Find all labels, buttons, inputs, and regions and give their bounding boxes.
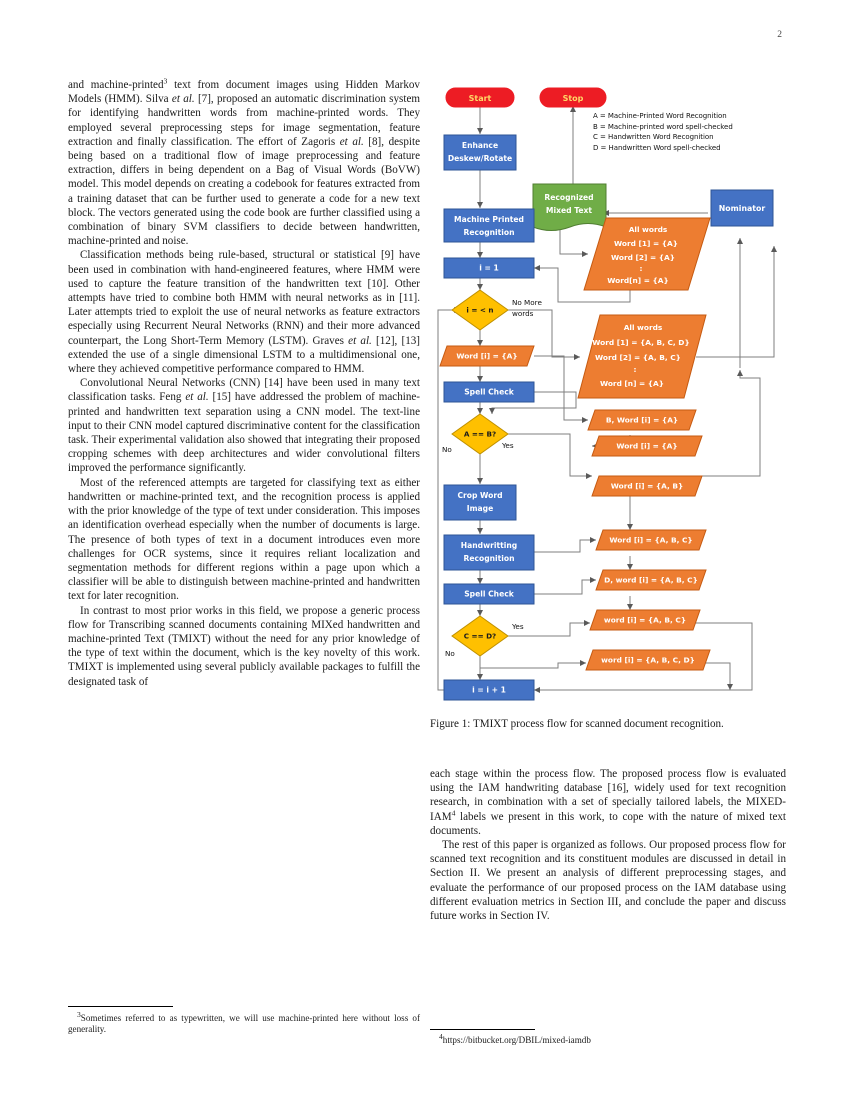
figure-legend: A = Machine-Printed Word Recognition B =… bbox=[593, 111, 733, 153]
paragraph: The rest of this paper is organized as f… bbox=[430, 839, 786, 923]
paragraph: each stage within the process flow. The … bbox=[430, 768, 786, 837]
paragraph: Convolutional Neural Networks (CNN) [14]… bbox=[68, 377, 420, 475]
node-start[interactable]: Start bbox=[445, 87, 515, 108]
node-spell1-label: Spell Check bbox=[464, 388, 515, 397]
right-text-column: each stage within the process flow. The … bbox=[430, 767, 786, 923]
node-crop-word-image[interactable]: Crop Word Image bbox=[443, 484, 517, 521]
node-word-i-ABCD[interactable]: word [i] = {A, B, C, D} bbox=[585, 649, 711, 671]
node-stop[interactable]: Stop bbox=[539, 87, 607, 108]
node-word-i-ABC-lower[interactable]: word [i] = {A, B, C} bbox=[589, 609, 701, 631]
node-hwr-label-1: Handwritting bbox=[461, 541, 517, 550]
node-bwordA-label: B, Word [i] = {A} bbox=[606, 416, 678, 425]
node-i-increment[interactable]: i = i + 1 bbox=[443, 679, 535, 701]
footnote-text: Sometimes referred to as typewritten, we… bbox=[68, 1013, 420, 1035]
node-start-label: Start bbox=[469, 94, 492, 103]
node-wordABC-label: Word [i] = {A, B, C} bbox=[609, 536, 692, 545]
node-crop-label-2: Image bbox=[467, 504, 493, 513]
footnote-right: 4https://bitbucket.org/DBIL/mixed-iamdb bbox=[430, 1031, 786, 1046]
node-enhance-label-1: Enhance bbox=[462, 141, 498, 150]
node-aeqb-label: A == B? bbox=[464, 430, 496, 439]
node-wordABCD-label: word [i] = {A, B, C, D} bbox=[601, 656, 695, 665]
node-allMix-line-5: Word [n] = {A} bbox=[600, 379, 664, 388]
footnote-ref[interactable]: 4 bbox=[451, 807, 456, 817]
figure-caption-prefix: Figure 1: bbox=[430, 718, 471, 730]
edge-label-no-more-words-2: words bbox=[512, 309, 534, 318]
node-allMix-line-1: All words bbox=[624, 323, 663, 332]
node-ceqd-label: C == D? bbox=[464, 632, 496, 641]
node-recognized-label-2: Mixed Text bbox=[546, 206, 593, 215]
edge-label-yes-ab: Yes bbox=[501, 441, 514, 450]
footnote-rule-right bbox=[430, 1029, 535, 1030]
node-allA-line-2: Word [1] = {A} bbox=[614, 239, 678, 248]
footnote-rule-left bbox=[68, 1006, 173, 1007]
node-allA-line-5: Word[n] = {A} bbox=[607, 276, 669, 285]
node-recognized-label-1: Recognized bbox=[544, 193, 593, 202]
legend-item-b: B = Machine-printed word spell-checked bbox=[593, 122, 733, 131]
node-decision-i-less-than-n[interactable]: i = < n bbox=[451, 289, 509, 331]
node-mpr-label-1: Machine Printed bbox=[454, 215, 524, 224]
node-word-i-equals-A[interactable]: Word [i] = {A} bbox=[439, 345, 535, 367]
legend-item-a: A = Machine-Printed Word Recognition bbox=[593, 112, 727, 120]
node-allA-line-1: All words bbox=[629, 225, 668, 234]
legend-item-d: D = Handwritten Word spell-checked bbox=[593, 143, 721, 152]
footnote-left: 3Sometimes referred to as typewritten, w… bbox=[68, 1009, 420, 1036]
legend-item-c: C = Handwritten Word Recognition bbox=[593, 133, 714, 142]
node-allMix-line-4: : bbox=[634, 365, 637, 374]
footnote-marker: 3 bbox=[77, 1009, 81, 1019]
paragraph: Classification methods being rule-based,… bbox=[68, 249, 420, 376]
node-enhance-label-2: Deskew/Rotate bbox=[448, 154, 512, 163]
node-inc-label: i = i + 1 bbox=[472, 686, 506, 695]
page-number: 2 bbox=[777, 30, 782, 40]
node-handwriting-recognition[interactable]: Handwritting Recognition bbox=[443, 534, 535, 571]
node-hwr-label-2: Recognition bbox=[463, 554, 514, 563]
paragraph: and machine-printed3 text from document … bbox=[68, 76, 420, 248]
node-recognized-mixed-text[interactable]: Recognized Mixed Text bbox=[532, 183, 607, 231]
node-b-word-i-A[interactable]: B, Word [i] = {A} bbox=[587, 409, 697, 431]
node-spell2-label: Spell Check bbox=[464, 590, 515, 599]
node-wordABCl-label: word [i] = {A, B, C} bbox=[604, 616, 686, 625]
node-enhance-deskew-rotate[interactable]: Enhance Deskew/Rotate bbox=[443, 134, 517, 171]
left-text-column: and machine-printed3 text from document … bbox=[68, 76, 420, 689]
node-i-equals-1[interactable]: i = 1 bbox=[443, 257, 535, 279]
node-nominator-label: Nominator bbox=[719, 204, 766, 213]
node-all-words-mixed[interactable]: All words Word [1] = {A, B, C, D} Word [… bbox=[577, 314, 707, 399]
edge-label-no-cd: No bbox=[445, 649, 455, 658]
node-allA-line-4: : bbox=[640, 264, 643, 273]
node-spell-check-1[interactable]: Spell Check bbox=[443, 381, 535, 403]
node-wordAB-label: Word [i] = {A, B} bbox=[611, 482, 684, 491]
flowchart-svg: Start Stop Enhance Deskew/Rotate Recogni… bbox=[437, 87, 777, 701]
figure-caption: Figure 1: TMIXT process flow for scanned… bbox=[430, 717, 786, 731]
paragraph: Most of the referenced attempts are targ… bbox=[68, 476, 420, 603]
node-spell-check-2[interactable]: Spell Check bbox=[443, 583, 535, 605]
paragraph: In contrast to most prior works in this … bbox=[68, 604, 420, 688]
edge-label-no-more-words-1: No More bbox=[512, 298, 542, 307]
node-wordA-label: Word [i] = {A} bbox=[456, 352, 517, 361]
node-stop-label: Stop bbox=[563, 94, 584, 103]
node-d-word-i-ABC[interactable]: D, word [i] = {A, B, C} bbox=[595, 569, 707, 591]
node-crop-label-1: Crop Word bbox=[457, 491, 502, 500]
edge-label-no-ab: No bbox=[442, 445, 452, 454]
node-decision-a-equals-b[interactable]: A == B? bbox=[451, 413, 509, 455]
node-word-i-AB[interactable]: Word [i] = {A, B} bbox=[591, 475, 703, 497]
node-wordA2-label: Word [i] = {A} bbox=[616, 442, 677, 451]
node-mpr-label-2: Recognition bbox=[463, 228, 514, 237]
node-allMix-line-3: Word [2] = {A, B, C} bbox=[595, 353, 681, 362]
node-word-i-A-2[interactable]: Word [i] = {A} bbox=[591, 435, 703, 457]
node-allMix-line-2: Word [1] = {A, B, C, D} bbox=[592, 338, 689, 347]
node-decision-c-equals-d[interactable]: C == D? bbox=[451, 615, 509, 657]
edge-label-yes-cd: Yes bbox=[511, 622, 524, 631]
node-word-i-ABC[interactable]: Word [i] = {A, B, C} bbox=[595, 529, 707, 551]
footnote-text[interactable]: https://bitbucket.org/DBIL/mixed-iamdb bbox=[442, 1035, 591, 1045]
figure-caption-text: TMIXT process flow for scanned document … bbox=[470, 718, 724, 730]
node-all-words-A[interactable]: All words Word [1] = {A} Word [2] = {A} … bbox=[583, 217, 711, 291]
footnote-marker: 4 bbox=[439, 1031, 443, 1041]
node-machine-printed-recognition[interactable]: Machine Printed Recognition bbox=[443, 208, 535, 243]
node-nominator[interactable]: Nominator bbox=[710, 189, 774, 227]
node-dwordABC-label: D, word [i] = {A, B, C} bbox=[604, 576, 698, 585]
figure-1-flowchart: Start Stop Enhance Deskew/Rotate Recogni… bbox=[430, 78, 790, 708]
node-iltn-label: i = < n bbox=[466, 306, 493, 315]
node-allA-line-3: Word [2] = {A} bbox=[611, 253, 675, 262]
node-i1-label: i = 1 bbox=[479, 264, 499, 273]
footnote-ref[interactable]: 3 bbox=[163, 76, 168, 86]
